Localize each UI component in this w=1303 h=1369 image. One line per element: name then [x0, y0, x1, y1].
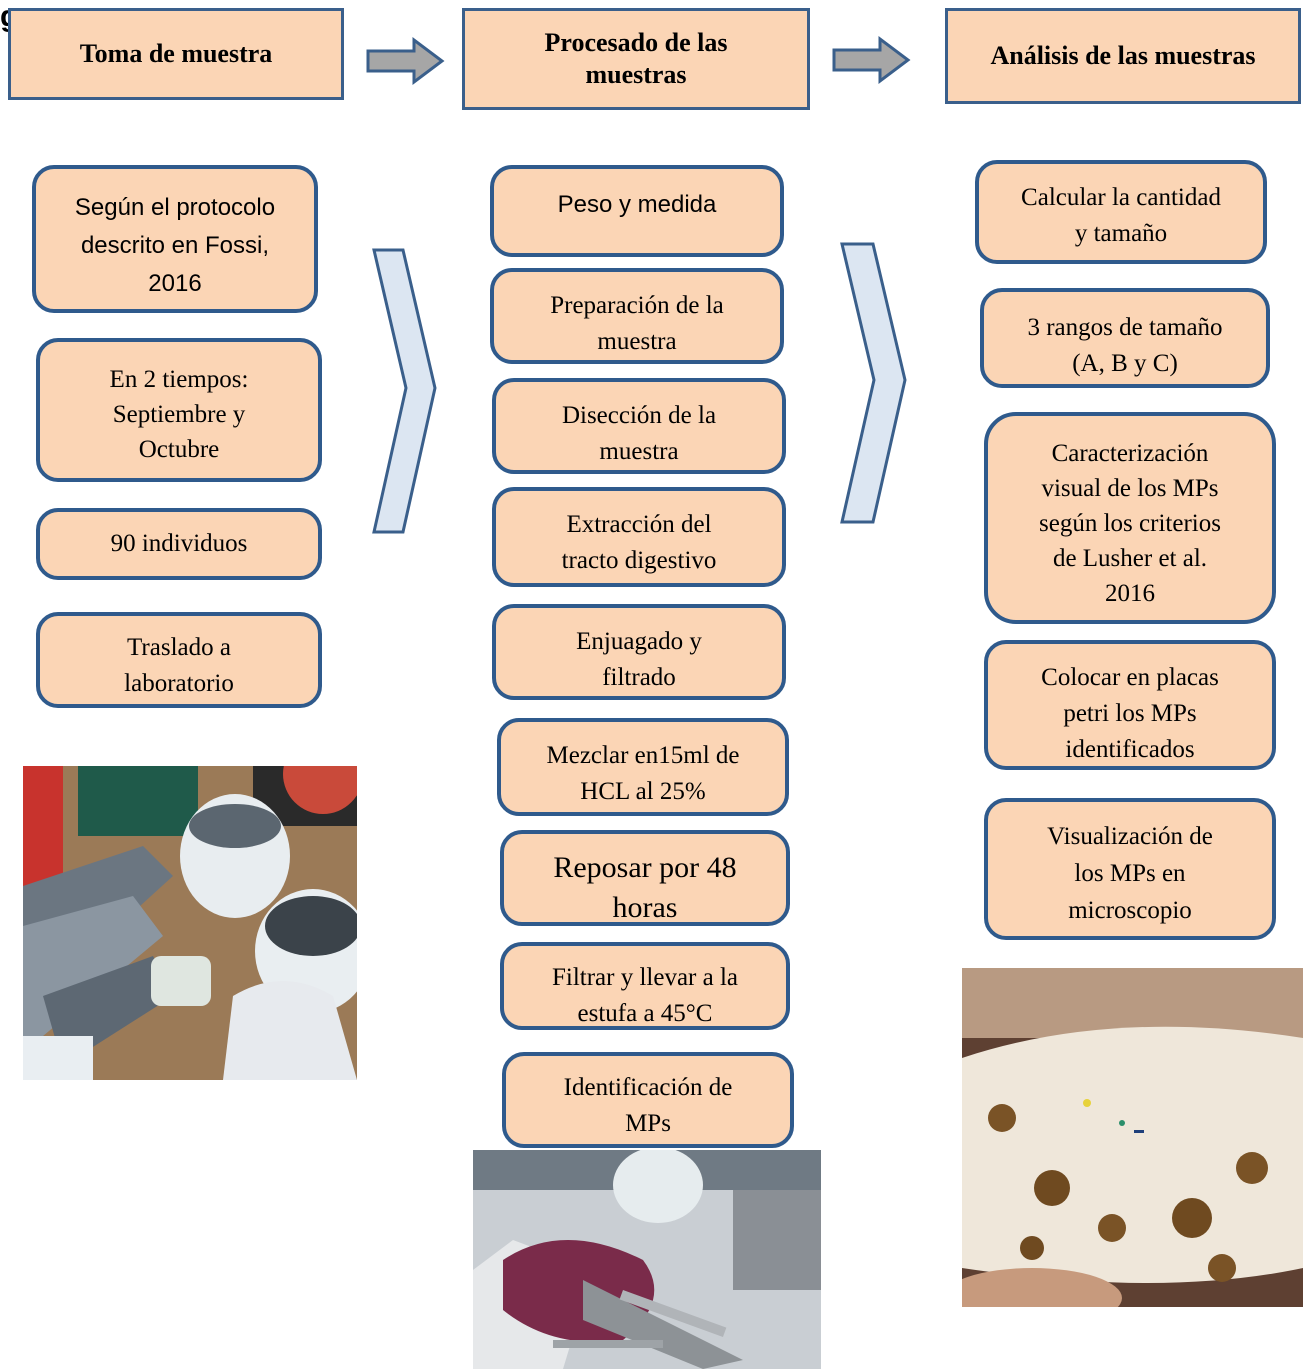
header-processing: Procesado de las muestras — [462, 8, 810, 110]
processing-step-filter-oven: Filtrar y llevar a la estufa a 45°C — [500, 942, 790, 1030]
chevron-right-icon — [840, 242, 907, 524]
sampling-step-individuals: 90 individuos — [36, 508, 322, 580]
header-processing-label-1: Procesado de las — [544, 28, 728, 57]
header-processing-label-2: muestras — [585, 60, 687, 89]
processing-step-dissection: Disección de la muestra — [492, 378, 786, 474]
right-arrow-icon — [832, 36, 911, 84]
photo-dissection — [473, 1150, 821, 1369]
processing-step-weigh: Peso y medida — [490, 165, 784, 257]
step-text: muestra — [597, 328, 677, 355]
sampling-step-protocol: Según el protocolo descrito en Fossi, 20… — [32, 165, 318, 313]
step-text: Enjuagado y — [576, 628, 702, 655]
step-text: tracto digestivo — [561, 547, 717, 574]
processing-step-rest: Reposar por 48 horas — [500, 830, 790, 926]
analysis-step-microscope: Visualización de los MPs en microscopio — [984, 798, 1276, 940]
step-text: 3 rangos de tamaño — [1027, 314, 1223, 341]
step-text: 2016 — [1105, 580, 1155, 607]
analysis-step-quantity: Calcular la cantidad y tamaño — [975, 160, 1267, 264]
step-text: descrito en Fossi, — [80, 232, 270, 259]
analysis-step-characterization: Caracterización visual de los MPs según … — [984, 412, 1276, 624]
sampling-step-times: En 2 tiempos: Septiembre y Octubre — [36, 338, 322, 482]
step-text: petri los MPs — [1063, 700, 1197, 727]
step-text: 90 individuos — [110, 530, 248, 557]
processing-step-mix: Mezclar en15ml de HCL al 25% — [497, 718, 789, 816]
step-text: estufa a 45°C — [577, 1000, 713, 1027]
header-sampling: Toma de muestra — [8, 8, 344, 100]
photo-microplastics-filter — [962, 968, 1303, 1307]
step-text: visual de los MPs — [1041, 475, 1219, 502]
step-text: identificados — [1065, 736, 1195, 763]
step-text: según los criterios — [1039, 510, 1221, 537]
step-text: MPs — [625, 1110, 671, 1137]
step-text: Preparación de la — [550, 292, 724, 319]
step-text: de Lusher et al. — [1052, 545, 1208, 572]
step-text: Visualización de — [1047, 823, 1213, 850]
step-text: Filtrar y llevar a la — [551, 964, 739, 991]
step-text: Peso y medida — [557, 191, 717, 218]
step-text: Extracción del — [566, 511, 712, 538]
step-text: HCL al 25% — [580, 778, 706, 805]
chevron-right-icon — [372, 248, 437, 534]
step-text: 2016 — [148, 270, 202, 297]
step-text: Mezclar en15ml de — [546, 742, 740, 769]
processing-step-extraction: Extracción del tracto digestivo — [492, 487, 786, 587]
step-text: Según el protocolo — [74, 194, 276, 221]
analysis-step-ranges: 3 rangos de tamaño (A, B y C) — [980, 288, 1270, 388]
step-text: Reposar por 48 — [553, 851, 737, 884]
step-text: filtrado — [602, 664, 676, 691]
step-text: Disección de la — [561, 402, 717, 429]
step-text: Traslado a — [127, 634, 231, 661]
step-text: Calcular la cantidad — [1021, 184, 1221, 211]
step-text: Colocar en placas — [1041, 664, 1219, 691]
processing-step-preparation: Preparación de la muestra — [490, 268, 784, 364]
step-text: Identificación de — [563, 1074, 733, 1101]
processing-step-rinse: Enjuagado y filtrado — [492, 604, 786, 700]
step-text: horas — [612, 891, 678, 924]
header-analysis: Análisis de las muestras — [945, 8, 1301, 104]
step-text: En 2 tiempos: — [109, 366, 249, 393]
right-arrow-icon — [366, 37, 445, 85]
step-text: Septiembre y — [112, 401, 246, 428]
step-text: microscopio — [1068, 897, 1192, 924]
step-text: los MPs en — [1074, 860, 1186, 887]
step-text: muestra — [599, 438, 679, 465]
header-sampling-label: Toma de muestra — [79, 39, 273, 68]
step-text: laboratorio — [124, 670, 234, 697]
step-text: Caracterización — [1051, 440, 1209, 467]
sampling-step-transfer: Traslado a laboratorio — [36, 612, 322, 708]
step-text: Octubre — [138, 436, 220, 463]
photo-fish-samples — [23, 766, 357, 1080]
processing-step-identification: Identificación de MPs — [502, 1052, 794, 1148]
step-text: y tamaño — [1074, 220, 1168, 247]
analysis-step-petri: Colocar en placas petri los MPs identifi… — [984, 640, 1276, 770]
step-text: (A, B y C) — [1072, 350, 1178, 377]
header-analysis-label: Análisis de las muestras — [990, 41, 1256, 70]
